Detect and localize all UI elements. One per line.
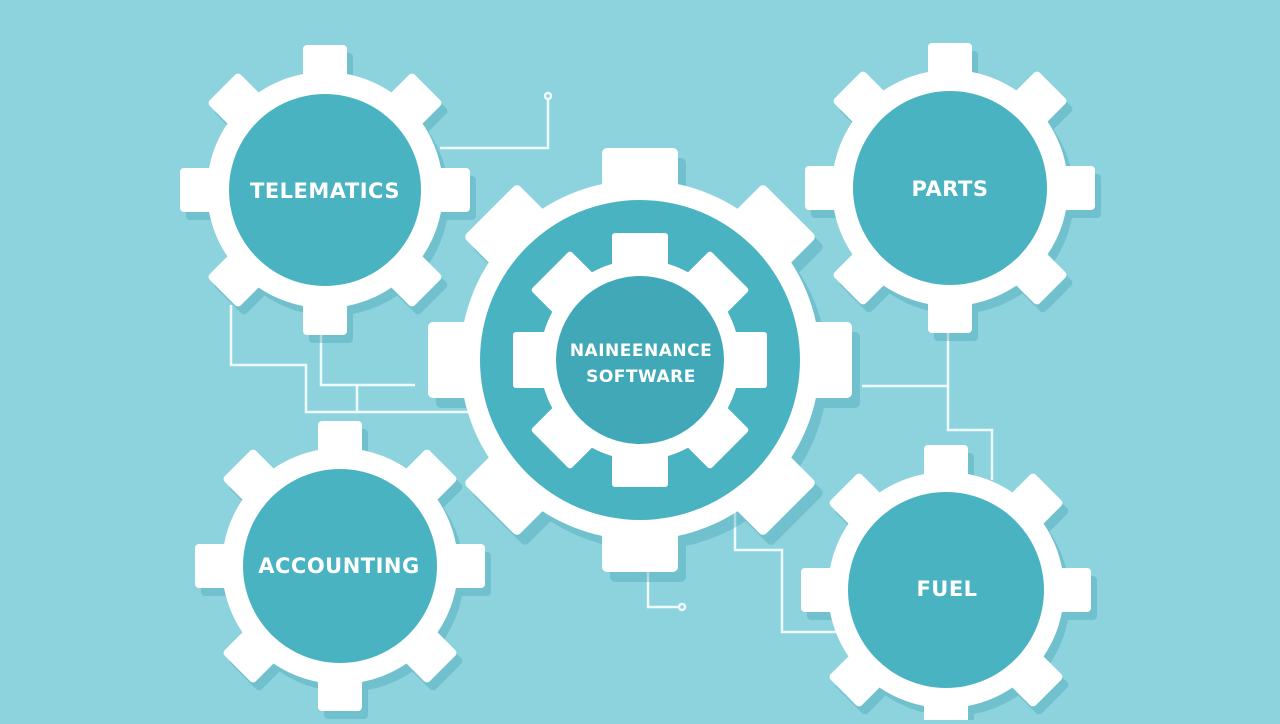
gear-icon — [428, 148, 860, 582]
gear-icon — [195, 421, 491, 719]
label-parts: PARTS — [911, 177, 989, 201]
gear-parts — [805, 43, 1101, 341]
gear-fuel — [801, 445, 1097, 724]
label-accounting: ACCOUNTING — [258, 554, 420, 578]
gear-maintenance-software — [428, 148, 860, 582]
gear-telematics — [180, 45, 476, 343]
label-center-line2: SOFTWARE — [586, 367, 696, 387]
gear-icon — [180, 45, 476, 343]
gear-accounting — [195, 421, 491, 719]
label-telematics: TELEMATICS — [250, 179, 400, 203]
label-center: NAINEENANCE SOFTWARE — [570, 338, 712, 390]
gear-icon — [801, 445, 1097, 724]
label-center-line1: NAINEENANCE — [569, 341, 713, 361]
gear-icon — [805, 43, 1101, 341]
label-fuel: FUEL — [916, 577, 978, 601]
